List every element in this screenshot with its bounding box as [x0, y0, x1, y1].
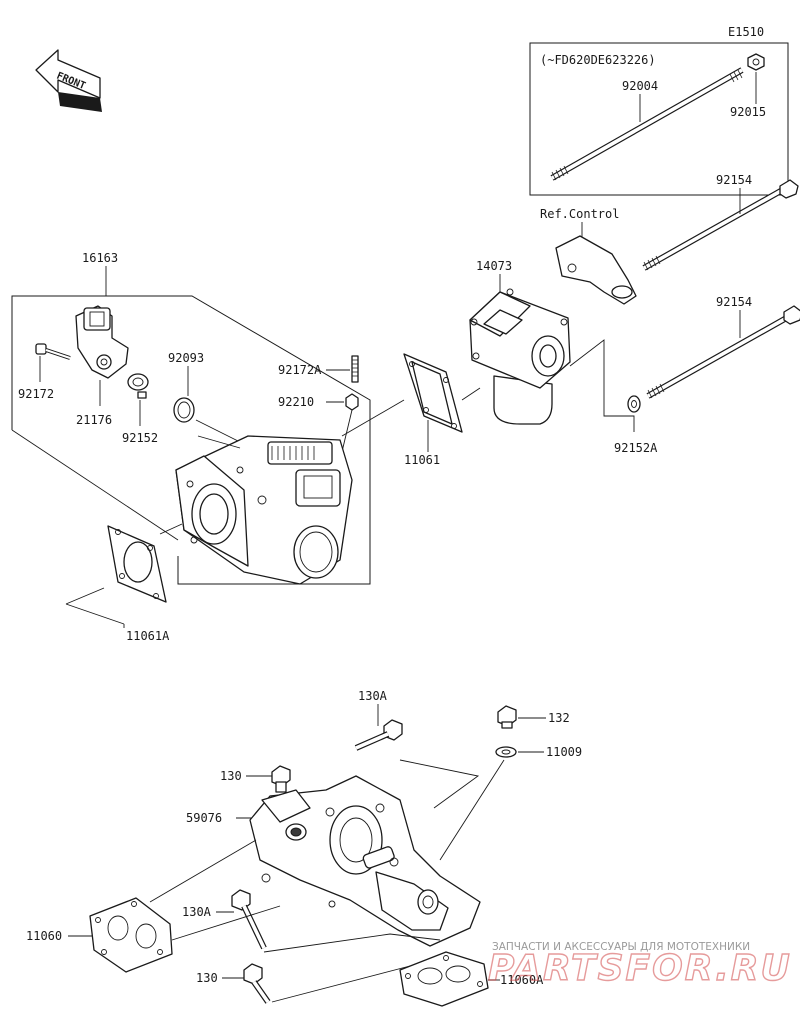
bolt-130-top-icon [271, 765, 291, 793]
watermark-brand: PARTSFOR.RU [488, 948, 792, 989]
part-label-92093: 92093 [168, 351, 204, 365]
nut-92210-icon [345, 393, 359, 411]
part-label-21176: 21176 [76, 413, 112, 427]
serial-note: (~FD620DE623226) [540, 53, 656, 67]
bolt-92154-bottom-icon [646, 305, 800, 399]
bolt-92154-top-icon [642, 179, 799, 271]
bolt-130A-top-icon [354, 719, 403, 751]
housing-59076-icon [249, 775, 481, 947]
front-arrow-icon: FRONT [35, 49, 102, 112]
stud-92004-icon [550, 67, 744, 181]
part-label-92210: 92210 [278, 395, 314, 409]
part-label-130A-bottom: 130A [182, 905, 212, 919]
intake-elbow-icon [469, 288, 571, 425]
part-label-92152: 92152 [122, 431, 158, 445]
part-label-92004: 92004 [622, 79, 658, 93]
part-label-92152A: 92152A [614, 441, 658, 455]
part-label-92154-top: 92154 [716, 173, 752, 187]
bolt-130-bottom-icon [243, 963, 271, 1004]
gasket-11060A-icon [399, 951, 489, 1007]
watermark-caption: ЗАПЧАСТИ И АКСЕССУАРЫ ДЛЯ МОТОТЕХНИКИ [492, 941, 750, 953]
bolt-130A-bottom-icon [231, 889, 267, 950]
part-label-11061: 11061 [404, 453, 440, 467]
part-label-11060A: 11060A [500, 973, 544, 987]
bolt-132-icon [497, 705, 517, 729]
diagram-code: E1510 [728, 25, 764, 39]
part-label-130-bottom: 130 [196, 971, 218, 985]
washer-92152A-icon [627, 395, 641, 413]
nut-92015-icon [747, 53, 765, 71]
part-label-92015: 92015 [730, 105, 766, 119]
part-label-132: 132 [548, 711, 570, 725]
control-bracket-icon [555, 235, 637, 305]
part-label-92172A: 92172A [278, 363, 322, 377]
serial-range-box [529, 42, 789, 196]
part-label-92172: 92172 [18, 387, 54, 401]
part-label-11061A: 11061A [126, 629, 170, 643]
part-label-14073: 14073 [476, 259, 512, 273]
clip-92152-icon [127, 373, 149, 399]
throttle-body-icon [175, 435, 353, 585]
stud-92172A-icon [351, 355, 359, 383]
ref-control-label: Ref.Control [540, 207, 619, 221]
gasket-11060-icon [89, 897, 173, 973]
throttle-sensor-21176-icon [75, 305, 129, 379]
part-label-16163: 16163 [82, 251, 118, 265]
part-label-11060: 11060 [26, 929, 62, 943]
screw-92172-icon [35, 343, 71, 360]
part-label-92154-bottom: 92154 [716, 295, 752, 309]
gasket-11061-icon [403, 353, 463, 433]
part-label-130-top: 130 [220, 769, 242, 783]
o-ring-92093-icon [173, 397, 195, 423]
gasket-11061A-icon [107, 525, 167, 603]
part-label-59076: 59076 [186, 811, 222, 825]
part-label-130A-top: 130A [358, 689, 388, 703]
part-label-11009: 11009 [546, 745, 582, 759]
washer-11009-icon [495, 746, 517, 758]
